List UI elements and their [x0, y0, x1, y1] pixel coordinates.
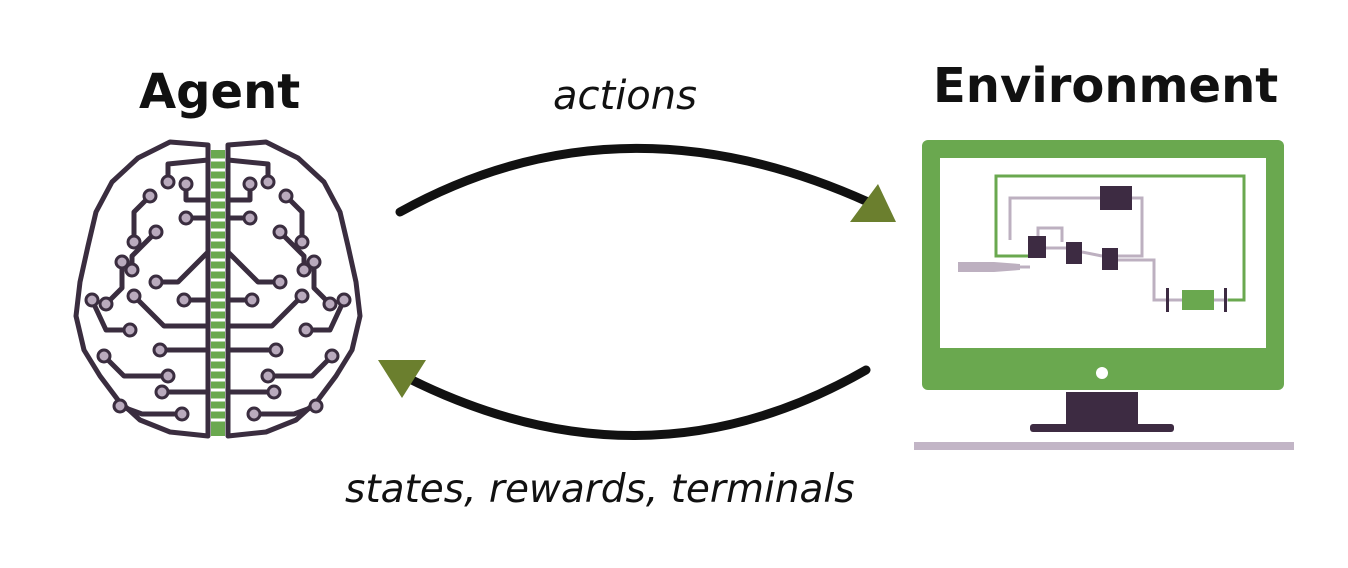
actions-label: actions: [553, 73, 697, 119]
feedback-arrowhead-icon: [378, 360, 426, 398]
brain-center-ladder: [211, 150, 225, 436]
actions-arrow-arc: [395, 143, 873, 217]
workflow-graph: [958, 174, 1246, 312]
actions-arrowhead-icon: [850, 184, 896, 222]
feedback-arrow-arc: [391, 365, 871, 440]
environment-title: Environment: [933, 58, 1279, 114]
agent-title: Agent: [139, 64, 301, 120]
feedback-label: states, rewards, terminals: [345, 467, 855, 512]
brain-nodes: [84, 174, 352, 422]
